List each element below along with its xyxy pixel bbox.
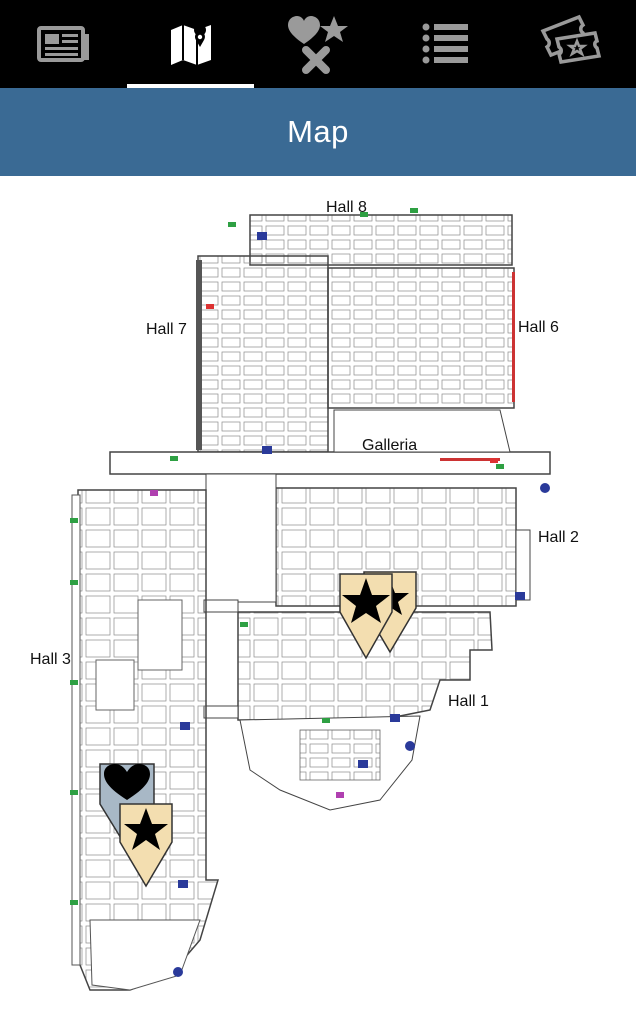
- hall-label-7: Hall 7: [146, 321, 187, 338]
- hall-7-outline: [196, 255, 329, 453]
- hall-label-galleria: Galleria: [362, 437, 417, 454]
- hall-6-outline: [327, 267, 515, 409]
- galleria-outline: [109, 409, 551, 475]
- map-symbols: [70, 208, 550, 977]
- hall-label-3: Hall 3: [30, 651, 71, 668]
- floor-plan-svg: Hall 8 Hall 7 Hall 6 Galleria Hall 2 Hal…: [30, 199, 579, 991]
- favorites-icon: [288, 16, 348, 74]
- star-icon: [124, 808, 168, 850]
- tab-news[interactable]: [0, 0, 127, 88]
- map-pin-icon: [170, 24, 211, 65]
- tab-tickets[interactable]: [509, 0, 636, 88]
- tickets-icon: [540, 14, 602, 64]
- top-navigation: [0, 0, 636, 88]
- header-bar: Map: [0, 88, 636, 176]
- hall-label-2: Hall 2: [538, 529, 579, 546]
- tab-list[interactable]: [382, 0, 509, 88]
- heart-icon: [104, 764, 150, 800]
- tab-map[interactable]: [127, 0, 255, 88]
- floor-map[interactable]: Hall 8 Hall 7 Hall 6 Galleria Hall 2 Hal…: [0, 176, 636, 1024]
- map-marker-star[interactable]: [339, 573, 393, 660]
- hall-connectors: [203, 473, 277, 719]
- tab-favorites[interactable]: [254, 0, 381, 88]
- hall-label-1: Hall 1: [448, 693, 489, 710]
- page-title: Map: [287, 114, 349, 149]
- hall-3-outline: [71, 489, 220, 991]
- hall-1-outline: [237, 611, 493, 811]
- hall-label-6: Hall 6: [518, 319, 559, 336]
- hall-label-8: Hall 8: [326, 199, 367, 216]
- map-marker-star[interactable]: [119, 803, 173, 888]
- newspaper-icon: [36, 26, 89, 62]
- star-icon: [342, 578, 390, 623]
- list-icon: [422, 23, 469, 64]
